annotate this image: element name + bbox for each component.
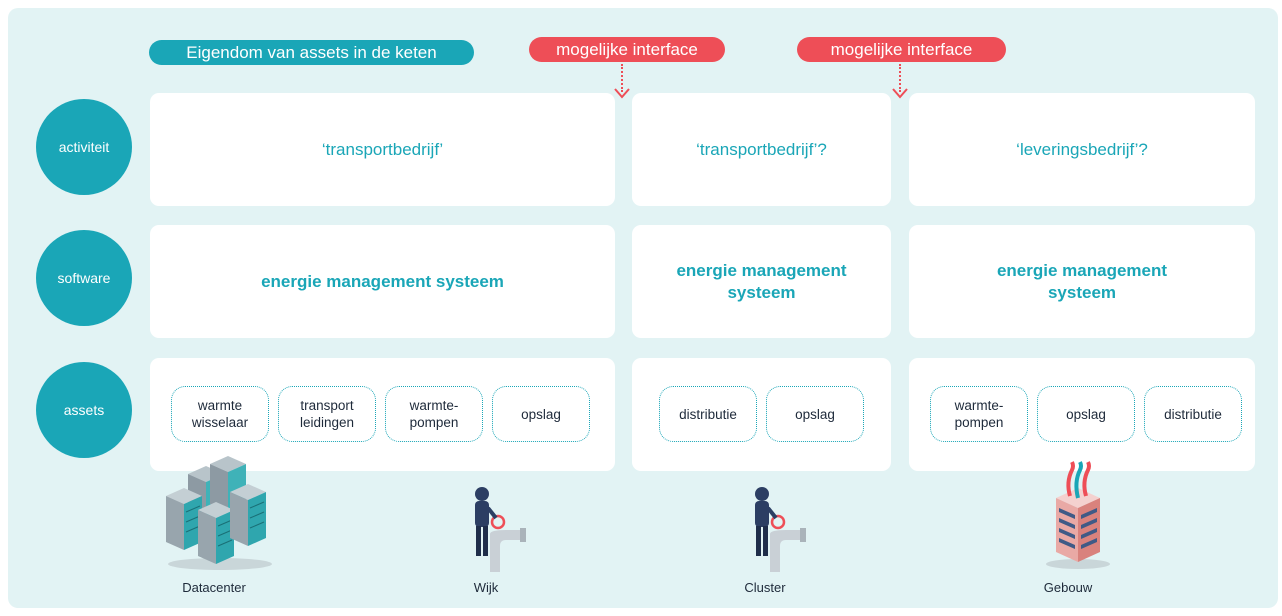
asset-item: transport leidingen: [278, 386, 376, 442]
asset-item: warmte-pompen: [930, 386, 1028, 442]
asset-item: opslag: [1037, 386, 1135, 442]
activity-box-1: ‘transportbedrijf’: [150, 93, 615, 206]
software-box-1: energie management systeem: [150, 225, 615, 338]
asset-item: warmte wisselaar: [171, 386, 269, 442]
row-label-activity: activiteit: [36, 99, 132, 195]
interface-label-1: mogelijke interface: [529, 37, 725, 62]
interface-arrow-2: [899, 64, 901, 92]
asset-item: warmte-pompen: [385, 386, 483, 442]
software-box-2: energie management systeem: [632, 225, 891, 338]
location-label-wijk: Wijk: [473, 580, 499, 595]
worker-valve-icon: [755, 487, 806, 572]
interface-arrow-1: [621, 64, 623, 92]
activity-box-3: ‘leveringsbedrijf’?: [909, 93, 1255, 206]
row-label-software: software: [36, 230, 132, 326]
location-label-datacenter: Datacenter: [182, 580, 246, 595]
arrow-down-icon: [614, 88, 630, 99]
interface-label-2: mogelijke interface: [797, 37, 1006, 62]
building-icon: [1046, 461, 1110, 569]
activity-box-2: ‘transportbedrijf’?: [632, 93, 891, 206]
asset-item: opslag: [766, 386, 864, 442]
software-box-3: energie management systeem: [909, 225, 1255, 338]
arrow-down-icon: [892, 88, 908, 99]
asset-item: distributie: [1144, 386, 1242, 442]
asset-item: opslag: [492, 386, 590, 442]
location-label-gebouw: Gebouw: [1043, 580, 1093, 595]
server-racks-icon: [166, 456, 272, 570]
ownership-label: Eigendom van assets in de keten: [149, 40, 474, 65]
asset-item: distributie: [659, 386, 757, 442]
worker-valve-icon: [475, 487, 526, 572]
row-label-assets: assets: [36, 362, 132, 458]
location-label-cluster: Cluster: [744, 580, 786, 595]
